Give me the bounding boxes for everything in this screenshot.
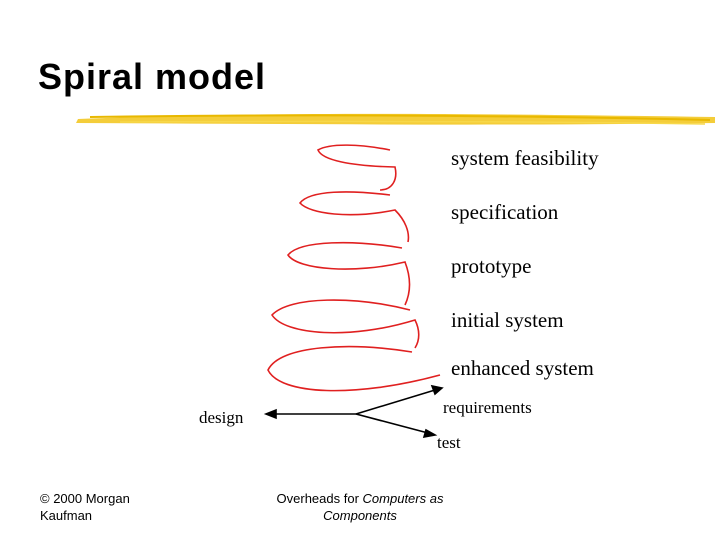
footer-overheads-prefix: Overheads for	[276, 491, 363, 506]
stage-label-prototype: prototype	[451, 254, 532, 278]
spiral-loop-2	[298, 191, 410, 243]
stage-label-system-feasibility: system feasibility	[451, 146, 599, 170]
footer-copyright: © 2000 Morgan Kaufman	[40, 490, 130, 524]
spiral-loops	[267, 144, 441, 392]
spiral-loop-3	[287, 241, 411, 306]
spiral-loop-4	[270, 299, 420, 349]
footer-overheads-line2: Components	[323, 508, 397, 523]
spiral-loop-1	[316, 144, 397, 191]
footer-copyright-line1: © 2000 Morgan	[40, 491, 130, 506]
footer-overheads-italic: Computers as	[362, 491, 444, 506]
footer-copyright-line2: Kaufman	[40, 508, 93, 523]
stage-label-specification: specification	[451, 200, 559, 224]
stage-label-enhanced-system: enhanced system	[451, 356, 594, 380]
phase-label-requirements: requirements	[443, 398, 532, 417]
phase-arrows	[263, 384, 444, 439]
arrowhead-test	[422, 428, 438, 439]
arrowhead-requirements	[430, 384, 444, 396]
phase-label-design: design	[199, 408, 244, 427]
arrow-to-requirements	[355, 389, 436, 415]
phase-label-test: test	[437, 433, 461, 452]
footer-overheads-line1: Overheads for Computers as	[262, 490, 458, 507]
spiral-loop-5	[267, 345, 441, 392]
arrowhead-design	[263, 408, 277, 420]
footer-overheads: Overheads for Computers as Components	[262, 490, 458, 524]
arrow-to-test	[355, 413, 429, 434]
slide-title: Spiral model	[38, 56, 267, 97]
stage-label-initial-system: initial system	[451, 308, 564, 332]
